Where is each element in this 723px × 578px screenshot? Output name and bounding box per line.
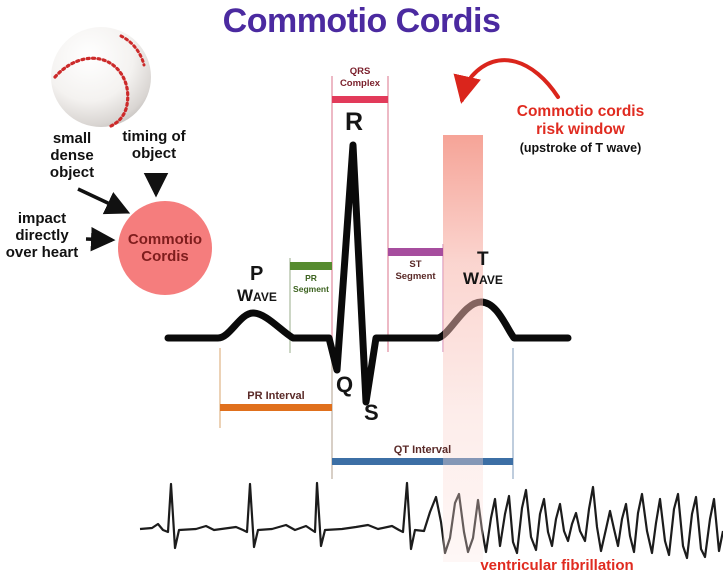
qt-interval-bar [332, 458, 513, 465]
arrow-small-dense-object [77, 187, 131, 215]
baseball-icon [51, 27, 151, 128]
q-wave-letter: Q [336, 372, 354, 397]
qrs-complex-bar [332, 96, 388, 103]
pr-interval-bracket-left [219, 348, 221, 428]
st-segment-label: ST Segment [395, 259, 436, 282]
st-segment-bar [388, 248, 443, 256]
arrow-risk-window [453, 58, 560, 104]
ventricular-fibrillation-label: ventricular fibrillation [480, 557, 634, 574]
pr-interval-label: PR Interval [247, 390, 305, 402]
t-wave-letter: T [477, 249, 489, 270]
qt-interval-bracket-left [331, 352, 333, 479]
qt-interval-bracket-right [512, 348, 514, 479]
r-wave-letter: R [345, 108, 364, 136]
qrs-bracket-left [331, 76, 333, 352]
commotio-cordis-circle-label: Commotio Cordis [127, 230, 203, 265]
label-impact-over-heart: impact directly over heart [5, 210, 79, 261]
qt-interval-label: QT Interval [393, 444, 452, 456]
pr-segment-bar [290, 262, 332, 270]
p-wave-letter: P [250, 263, 264, 285]
page-title: Commotio Cordis [222, 2, 501, 40]
arrow-impact-over-heart [85, 226, 116, 252]
risk-window-title-line2: risk window [536, 121, 625, 138]
risk-window-title-line1: Commotio cordis [516, 103, 645, 120]
pr-segment-label: PR Segment [293, 273, 329, 294]
s-wave-letter: S [364, 400, 379, 425]
p-wave-word: Wave [237, 286, 277, 305]
risk-window-band [443, 135, 483, 562]
pr-interval-bar [220, 404, 332, 411]
risk-window-subtitle: (upstroke of T wave) [519, 141, 642, 155]
qrs-bracket-right [387, 76, 389, 352]
label-timing-of-object: timing of object [122, 128, 186, 162]
label-small-dense-object: small dense object [49, 130, 95, 181]
commotio-cordis-circle: Commotio Cordis [118, 201, 212, 295]
qrs-complex-label: QRS Complex [339, 66, 381, 89]
t-wave-word: Wave [463, 269, 503, 288]
